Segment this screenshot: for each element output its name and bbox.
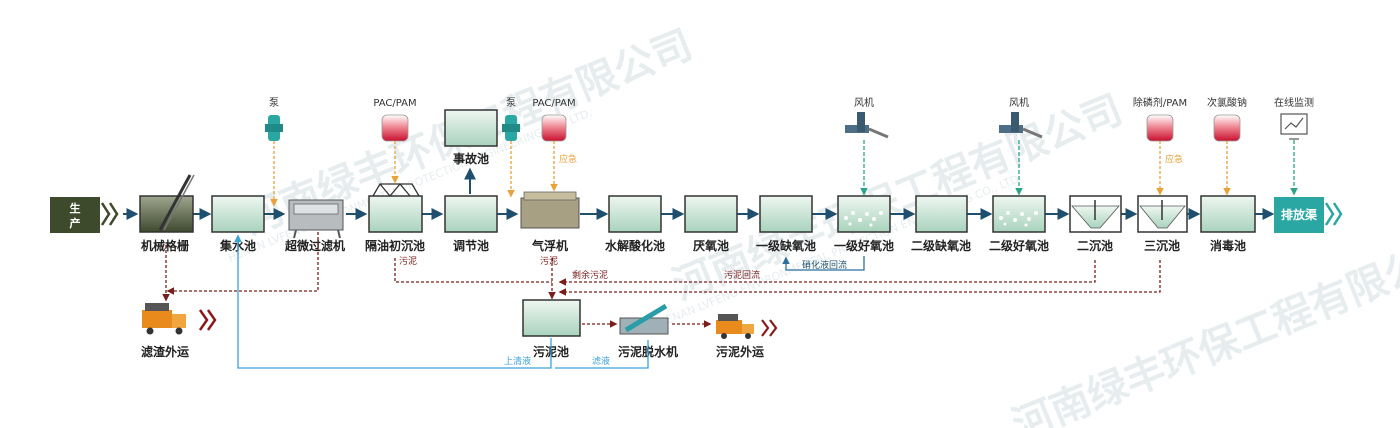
label-supernatant: 上清液: [504, 355, 531, 367]
unit-oil-separator: 隔油初沉池: [365, 182, 425, 253]
svg-text:二级缺氧池: 二级缺氧池: [911, 238, 971, 253]
svg-text:除磷剂/PAM: 除磷剂/PAM: [1133, 96, 1187, 109]
svg-text:气浮机: 气浮机: [531, 238, 568, 253]
unit-sludge-tank: 污泥池: [522, 299, 581, 359]
svg-text:污泥外运: 污泥外运: [716, 344, 764, 359]
label-emergency-1: 应急: [559, 153, 577, 165]
unit-secondary-clarifier: 二沉池: [1069, 195, 1122, 253]
nitrate-return-line: [782, 256, 865, 271]
main-flow-arrows: [123, 167, 1275, 220]
svg-text:消毒池: 消毒池: [1210, 238, 1246, 253]
svg-text:风机: 风机: [854, 96, 874, 109]
svg-text:事故池: 事故池: [453, 151, 489, 166]
svg-text:河南绿丰环保工程有限公司: 河南绿丰环保工程有限公司: [1007, 227, 1400, 428]
label-sludge-2: 污泥: [540, 255, 558, 267]
blower-2: 风机: [999, 96, 1043, 139]
svg-text:三沉池: 三沉池: [1144, 238, 1180, 253]
label-filtrate: 滤液: [592, 355, 610, 367]
online-monitor-icon: 在线监测: [1274, 96, 1314, 140]
sludge-lines: [162, 232, 1161, 328]
unit-hydrolysis: 水解酸化池: [605, 195, 665, 253]
svg-text:产: 产: [70, 216, 81, 230]
svg-text:超微过滤机: 超微过滤机: [284, 238, 345, 253]
svg-text:二级好氧池: 二级好氧池: [989, 238, 1049, 253]
svg-text:滤渣外运: 滤渣外运: [141, 344, 189, 359]
svg-text:次氯酸钠: 次氯酸钠: [1207, 96, 1247, 109]
air-lines: [860, 140, 1298, 196]
unit-flotation: 气浮机: [520, 191, 580, 253]
unit-microfilter: 超微过滤机: [284, 199, 345, 253]
unit-mechanical-grating: 机械格栅: [139, 174, 195, 253]
blower-1: 风机: [845, 96, 889, 139]
svg-text:泵: 泵: [506, 97, 516, 109]
pump-1: 泵: [265, 97, 283, 141]
end-node-discharge: 排放渠: [1274, 197, 1343, 233]
svg-text:调节池: 调节池: [453, 238, 489, 253]
dosing-lines: [270, 141, 1231, 207]
start-node-wastewater: 生 产: [50, 197, 119, 233]
svg-text:在线监测: 在线监测: [1274, 96, 1314, 109]
supernatant-lines: [234, 234, 649, 369]
svg-text:泵: 泵: [269, 97, 279, 109]
phos-tank: 除磷剂/PAM: [1133, 96, 1187, 142]
svg-text:一级好氧池: 一级好氧池: [834, 238, 894, 253]
unit-accident-tank: 事故池: [444, 109, 498, 166]
unit-anoxic-1: 一级缺氧池: [756, 195, 816, 253]
truck-slag-out: 滤渣外运: [141, 303, 217, 359]
label-excess-sludge: 剩余污泥: [572, 269, 608, 281]
svg-text:厌氧池: 厌氧池: [693, 238, 729, 253]
label-return-sludge: 污泥回流: [724, 269, 760, 281]
unit-aerobic-2: 二级好氧池: [989, 195, 1049, 253]
unit-anoxic-2: 二级缺氧池: [911, 195, 971, 253]
svg-text:水解酸化池: 水解酸化池: [605, 238, 665, 253]
unit-anaerobic: 厌氧池: [684, 195, 738, 253]
svg-text:生: 生: [70, 201, 81, 215]
label-sludge-1: 污泥: [399, 255, 417, 267]
svg-text:PAC/PAM: PAC/PAM: [532, 98, 575, 109]
label-emergency-2: 应急: [1165, 153, 1183, 165]
truck-sludge-out: 污泥外运: [716, 314, 778, 359]
pump-2: 泵: [502, 97, 520, 141]
svg-text:二沉池: 二沉池: [1077, 238, 1113, 253]
svg-text:一级缺氧池: 一级缺氧池: [756, 238, 816, 253]
svg-text:隔油初沉池: 隔油初沉池: [365, 238, 425, 253]
svg-text:PAC/PAM: PAC/PAM: [373, 98, 416, 109]
pac-tank-1: PAC/PAM: [373, 98, 417, 142]
unit-regulating-tank: 调节池: [444, 195, 498, 253]
hypo-tank: 次氯酸钠: [1207, 96, 1247, 142]
unit-sludge-dewater: 污泥脱水机: [618, 303, 678, 359]
svg-text:机械格栅: 机械格栅: [141, 238, 189, 253]
unit-tertiary-clarifier: 三沉池: [1137, 195, 1188, 253]
svg-text:排放渠: 排放渠: [1281, 207, 1317, 222]
unit-disinfection: 消毒池: [1200, 195, 1256, 253]
unit-aerobic-1: 一级好氧池: [834, 195, 894, 253]
svg-text:风机: 风机: [1009, 96, 1029, 109]
label-nitrate-return: 硝化液回流: [802, 259, 847, 271]
unit-sump: 集水池: [211, 195, 265, 253]
